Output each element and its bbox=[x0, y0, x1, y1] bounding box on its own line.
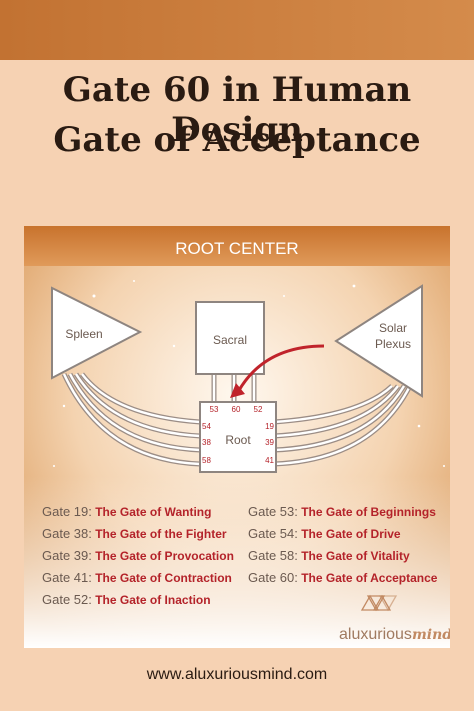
gate-list-item: Gate 19: The Gate of Wanting bbox=[42, 504, 212, 519]
brand-logo: aluxuriousmind bbox=[339, 626, 450, 643]
diagram-card: ROOT CENTER bbox=[24, 226, 450, 648]
gate-52-label: 52 bbox=[254, 405, 263, 414]
gate-53-label: 53 bbox=[210, 405, 219, 414]
arrow-head-icon bbox=[230, 383, 245, 398]
gate-list-item: Gate 39: The Gate of Provocation bbox=[42, 548, 234, 563]
root-label: Root bbox=[225, 433, 251, 447]
gate-list-item: Gate 52: The Gate of Inaction bbox=[42, 592, 211, 607]
gate-60-label: 60 bbox=[232, 405, 241, 414]
gate-list-item: Gate 53: The Gate of Beginnings bbox=[248, 504, 436, 519]
solar-label-1: Solar bbox=[379, 321, 407, 335]
spleen-label: Spleen bbox=[65, 327, 102, 341]
root-center-diagram: ROOT CENTER bbox=[24, 226, 450, 648]
gate-39-label: 39 bbox=[265, 438, 274, 447]
gate-list-item: Gate 41: The Gate of Contraction bbox=[42, 570, 232, 585]
gate-38-label: 38 bbox=[202, 438, 211, 447]
top-band bbox=[0, 0, 474, 60]
gate-list-item: Gate 38: The Gate of the Fighter bbox=[42, 526, 227, 541]
gate-54-label: 54 bbox=[202, 422, 211, 431]
page-subtitle: Gate of Acceptance bbox=[53, 120, 421, 160]
diagram-header: ROOT CENTER bbox=[175, 239, 298, 258]
gate-list-item: Gate 58: The Gate of Vitality bbox=[248, 548, 410, 563]
gate-19-label: 19 bbox=[265, 422, 274, 431]
gate-list-item: Gate 54: The Gate of Drive bbox=[248, 526, 401, 541]
root-center bbox=[199, 401, 277, 473]
solar-label-2: Plexus bbox=[375, 337, 411, 351]
spleen-center bbox=[51, 286, 143, 380]
website-url: www.aluxuriousmind.com bbox=[146, 666, 328, 683]
gate-41-label: 41 bbox=[265, 456, 274, 465]
sacral-label: Sacral bbox=[213, 333, 247, 347]
page-title: Gate 60 in Human Design bbox=[62, 70, 412, 150]
gate-58-label: 58 bbox=[202, 456, 211, 465]
logo-triangles-icon bbox=[360, 594, 398, 612]
gate-list-item: Gate 60: The Gate of Acceptance bbox=[248, 570, 438, 585]
solar-plexus-center bbox=[334, 284, 423, 398]
arrow-pointer bbox=[236, 344, 325, 393]
sacral-center bbox=[195, 301, 265, 375]
